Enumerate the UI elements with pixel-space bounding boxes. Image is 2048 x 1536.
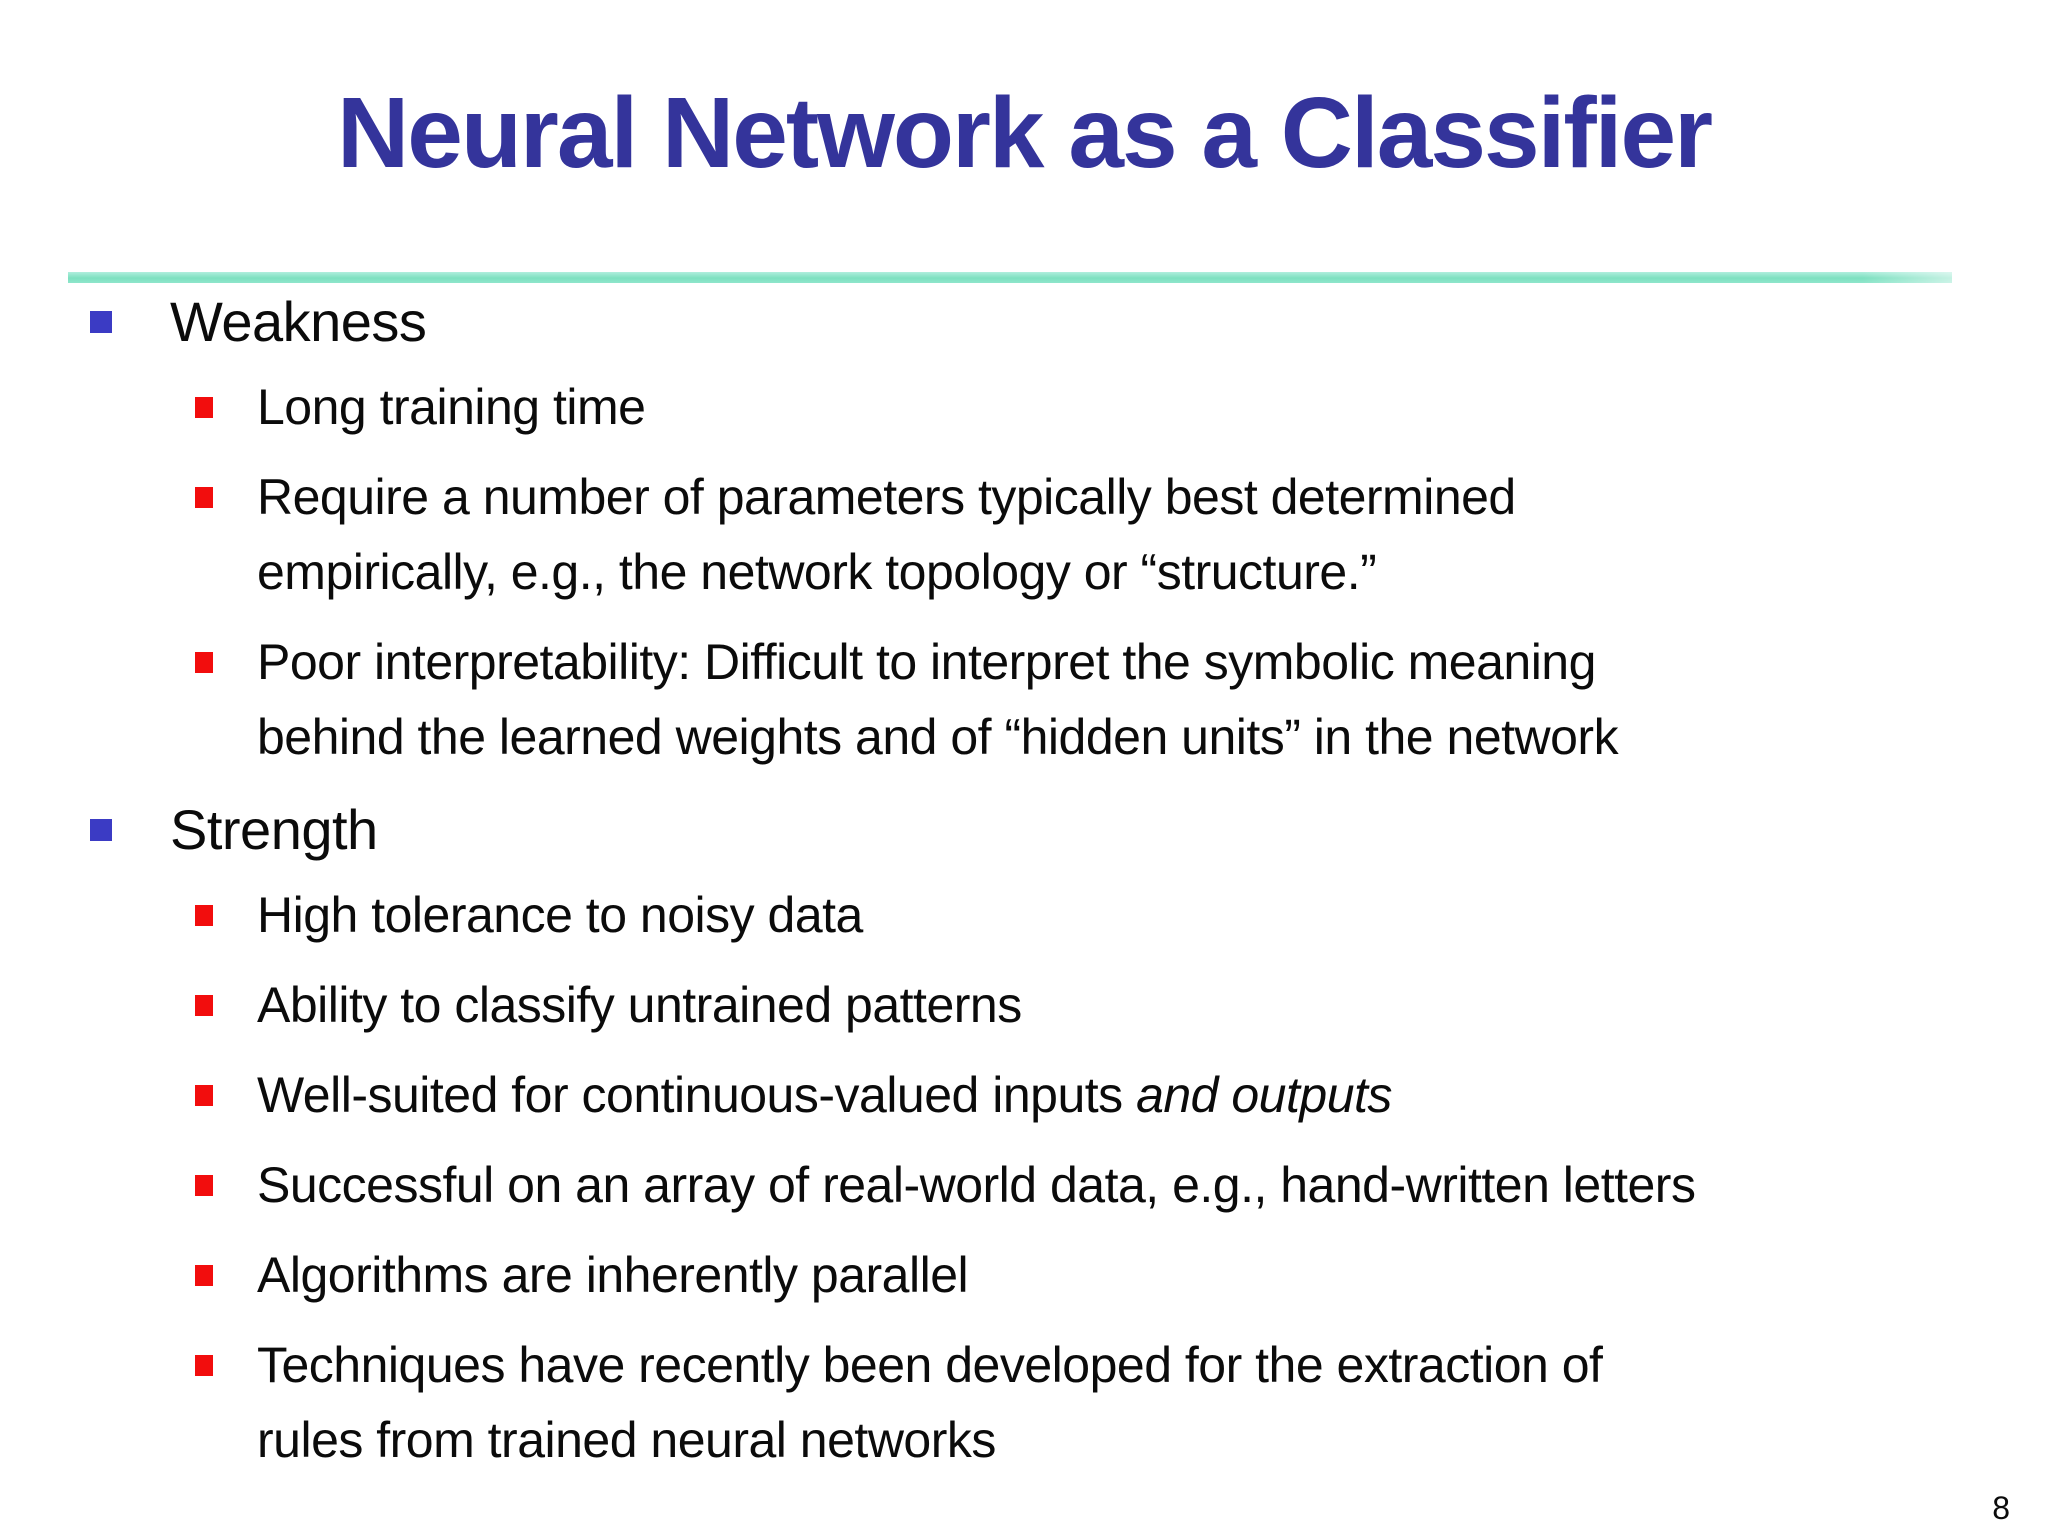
list-item: Well-suited for continuous-valued inputs… bbox=[0, 1058, 2048, 1133]
list-item-text: Algorithms are inherently parallel bbox=[257, 1247, 969, 1303]
list-item-text: Successful on an array of real-world dat… bbox=[257, 1157, 1696, 1213]
page-number: 8 bbox=[1992, 1490, 2010, 1526]
level2-bullet-icon bbox=[195, 995, 213, 1016]
level2-bullet-icon bbox=[195, 397, 213, 418]
bullet-list: Weakness Long training time Require a nu… bbox=[0, 282, 2048, 1493]
list-item: Require a number of parameters typically… bbox=[0, 460, 2048, 610]
list-item: Long training time bbox=[0, 370, 2048, 445]
section-label: Strength bbox=[170, 798, 378, 861]
section-header-strength: Strength bbox=[0, 790, 2048, 870]
section-label: Weakness bbox=[170, 290, 427, 353]
list-item-text: Well-suited for continuous-valued inputs… bbox=[257, 1058, 1392, 1133]
list-item: Techniques have recently been developed … bbox=[0, 1328, 2048, 1478]
level2-bullet-icon bbox=[195, 905, 213, 926]
list-item-text: Techniques have recently been developed … bbox=[257, 1337, 1603, 1468]
level1-bullet-icon bbox=[90, 819, 112, 841]
list-item: Algorithms are inherently parallel bbox=[0, 1238, 2048, 1313]
list-item: Successful on an array of real-world dat… bbox=[0, 1148, 2048, 1223]
level2-bullet-icon bbox=[195, 1175, 213, 1196]
list-item-text: Long training time bbox=[257, 379, 646, 435]
list-item: Poor interpretability: Difficult to inte… bbox=[0, 625, 2048, 775]
title-divider bbox=[68, 272, 1952, 283]
level2-bullet-icon bbox=[195, 1355, 213, 1376]
section-header-weakness: Weakness bbox=[0, 282, 2048, 362]
level2-bullet-icon bbox=[195, 652, 213, 673]
list-item: Ability to classify untrained patterns bbox=[0, 968, 2048, 1043]
level1-bullet-icon bbox=[90, 311, 112, 333]
page-title: Neural Network as a Classifier bbox=[337, 77, 1713, 189]
list-item-text: Poor interpretability: Difficult to inte… bbox=[257, 634, 1619, 765]
list-item-text: Ability to classify untrained patterns bbox=[257, 977, 1022, 1033]
level2-bullet-icon bbox=[195, 1085, 213, 1106]
level2-bullet-icon bbox=[195, 1265, 213, 1286]
list-item-text: High tolerance to noisy data bbox=[257, 887, 863, 943]
list-item: High tolerance to noisy data bbox=[0, 878, 2048, 953]
list-item-text: Require a number of parameters typically… bbox=[257, 469, 1516, 600]
list-item-text-regular: Well-suited for continuous-valued inputs bbox=[257, 1067, 1137, 1123]
list-item-text-italic: and outputs bbox=[1136, 1067, 1392, 1123]
level2-bullet-icon bbox=[195, 487, 213, 508]
